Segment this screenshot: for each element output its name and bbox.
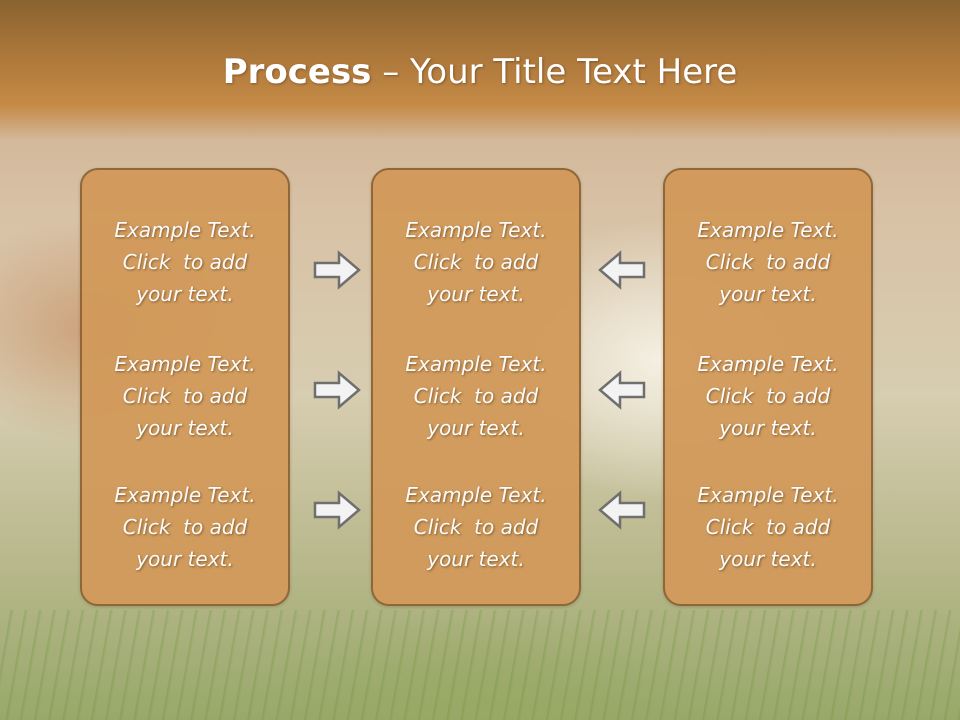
text-block[interactable]: Example Text. Click to add your text. bbox=[665, 479, 871, 575]
text-line: Example Text. bbox=[405, 218, 547, 242]
text-line: Example Text. bbox=[697, 218, 839, 242]
right-arrow-icon[interactable] bbox=[313, 490, 361, 530]
text-line: your text. bbox=[136, 547, 234, 571]
text-block[interactable]: Example Text. Click to add your text. bbox=[373, 214, 579, 310]
text-line: Click to add bbox=[122, 250, 248, 274]
text-block[interactable]: Example Text. Click to add your text. bbox=[82, 348, 288, 444]
left-arrow-icon[interactable] bbox=[598, 490, 646, 530]
right-arrow-icon[interactable] bbox=[313, 370, 361, 410]
right-arrow-icon[interactable] bbox=[313, 250, 361, 290]
title-bold: Process bbox=[222, 52, 372, 92]
text-line: Example Text. bbox=[405, 352, 547, 376]
left-arrow-icon[interactable] bbox=[598, 250, 646, 290]
text-line: your text. bbox=[427, 282, 525, 306]
text-line: Example Text. bbox=[697, 352, 839, 376]
text-line: your text. bbox=[719, 416, 817, 440]
text-block[interactable]: Example Text. Click to add your text. bbox=[373, 479, 579, 575]
text-block[interactable]: Example Text. Click to add your text. bbox=[665, 348, 871, 444]
text-line: Example Text. bbox=[114, 352, 256, 376]
text-line: Example Text. bbox=[114, 218, 256, 242]
text-line: Click to add bbox=[705, 384, 831, 408]
text-line: your text. bbox=[427, 416, 525, 440]
text-block[interactable]: Example Text. Click to add your text. bbox=[665, 214, 871, 310]
process-box-left[interactable]: Example Text. Click to add your text. Ex… bbox=[80, 168, 290, 606]
text-line: Click to add bbox=[413, 384, 539, 408]
text-line: Click to add bbox=[705, 515, 831, 539]
text-line: Example Text. bbox=[697, 483, 839, 507]
text-line: Click to add bbox=[413, 515, 539, 539]
process-box-right[interactable]: Example Text. Click to add your text. Ex… bbox=[663, 168, 873, 606]
text-line: your text. bbox=[136, 282, 234, 306]
text-line: Click to add bbox=[122, 515, 248, 539]
text-block[interactable]: Example Text. Click to add your text. bbox=[82, 479, 288, 575]
left-arrow-icon[interactable] bbox=[598, 370, 646, 410]
text-line: Click to add bbox=[413, 250, 539, 274]
slide-title[interactable]: Process – Your Title Text Here bbox=[0, 52, 960, 92]
text-line: your text. bbox=[136, 416, 234, 440]
text-line: Example Text. bbox=[405, 483, 547, 507]
background-grass bbox=[0, 610, 960, 720]
text-block[interactable]: Example Text. Click to add your text. bbox=[82, 214, 288, 310]
text-line: your text. bbox=[719, 547, 817, 571]
title-bar bbox=[0, 0, 960, 140]
text-line: Click to add bbox=[122, 384, 248, 408]
title-rest: – Your Title Text Here bbox=[371, 52, 738, 92]
text-block[interactable]: Example Text. Click to add your text. bbox=[373, 348, 579, 444]
text-line: Click to add bbox=[705, 250, 831, 274]
text-line: your text. bbox=[719, 282, 817, 306]
text-line: your text. bbox=[427, 547, 525, 571]
process-box-center[interactable]: Example Text. Click to add your text. Ex… bbox=[371, 168, 581, 606]
text-line: Example Text. bbox=[114, 483, 256, 507]
